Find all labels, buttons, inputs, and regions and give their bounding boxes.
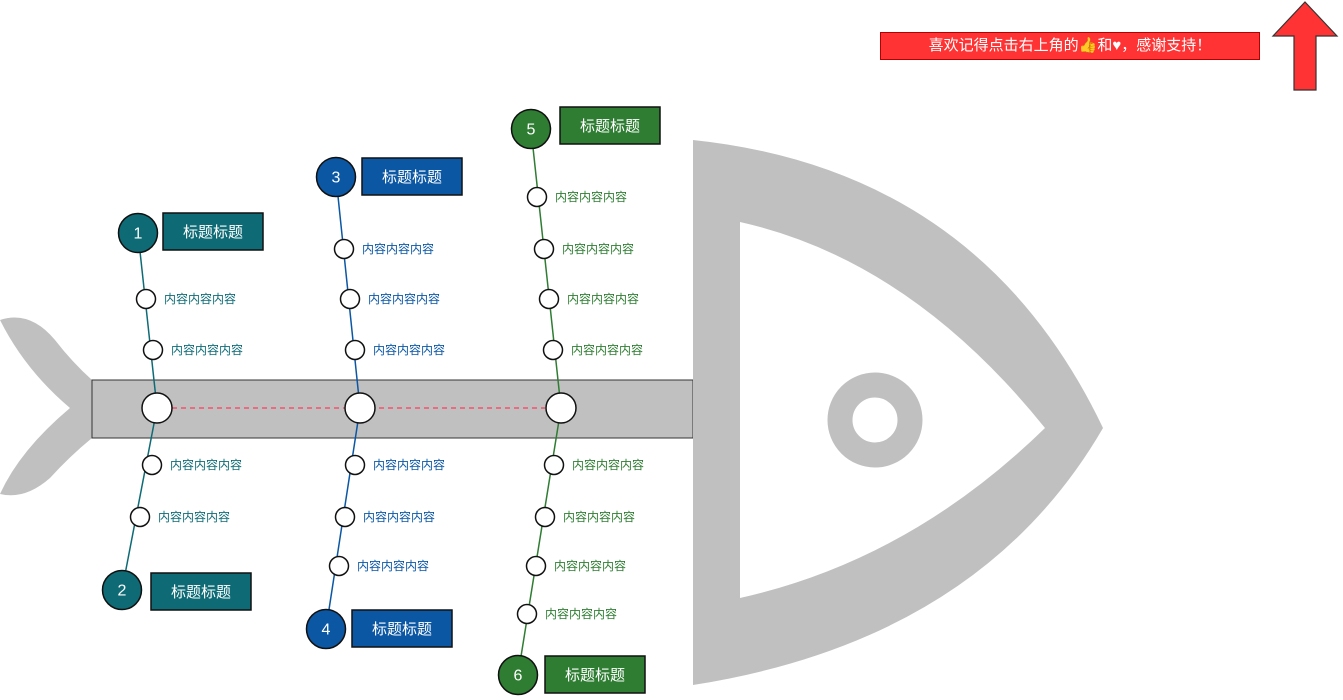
item-node-2-1 [141, 454, 163, 476]
title-label-1: 标题标题 [183, 224, 243, 241]
number-label-3: 3 [332, 170, 341, 187]
thumbs-up-icon: 👍 [1078, 37, 1098, 54]
fish-eye [827, 372, 923, 468]
item-label-6-2: 内容内容内容 [563, 509, 635, 524]
item-label-2-1: 内容内容内容 [170, 457, 242, 472]
item-node-4-3 [328, 555, 350, 577]
item-node-1-2 [142, 339, 164, 361]
item-node-6-3 [525, 555, 547, 577]
number-bubble-5 [510, 108, 552, 150]
title-box-5 [559, 106, 661, 145]
item-node-3-1 [333, 238, 355, 260]
item-node-4-1 [344, 454, 366, 476]
arrow-up-icon [1271, 1, 1339, 91]
item-label-5-1: 内容内容内容 [555, 189, 627, 204]
title-label-3: 标题标题 [382, 169, 442, 186]
branch-lines [121, 128, 562, 676]
branch-line-2 [121, 407, 158, 591]
branch-line-6 [517, 407, 562, 676]
number-bubble-2 [101, 569, 143, 611]
title-label-6: 标题标题 [565, 667, 625, 684]
item-node-6-1 [543, 454, 565, 476]
branch-line-1 [137, 232, 158, 409]
hub-node-1 [141, 392, 173, 424]
item-label-2-2: 内容内容内容 [158, 509, 230, 524]
number-bubble-3 [315, 156, 357, 198]
item-label-4-3: 内容内容内容 [357, 558, 429, 573]
item-node-4-2 [334, 506, 356, 528]
title-label-2: 标题标题 [171, 584, 231, 601]
item-label-1-2: 内容内容内容 [171, 342, 243, 357]
title-box-4 [351, 609, 453, 648]
like-banner: 喜欢记得点击右上角的👍和♥，感谢支持！ [880, 32, 1260, 60]
number-label-2: 2 [118, 583, 127, 600]
item-label-3-1: 内容内容内容 [362, 241, 434, 256]
title-box-3 [361, 157, 463, 196]
hub-node-2 [344, 392, 376, 424]
item-node-1-1 [135, 288, 157, 310]
hub-node-3 [545, 392, 577, 424]
fish-head [693, 140, 1103, 685]
item-label-6-3: 内容内容内容 [554, 558, 626, 573]
item-label-1-1: 内容内容内容 [164, 291, 236, 306]
item-node-3-2 [339, 288, 361, 310]
fish-spine [91, 379, 694, 439]
item-node-2-2 [129, 506, 151, 528]
number-label-1: 1 [134, 226, 143, 243]
title-box-6 [544, 655, 646, 694]
heart-icon: ♥ [1112, 37, 1122, 54]
item-label-4-2: 内容内容内容 [363, 509, 435, 524]
item-label-4-1: 内容内容内容 [373, 457, 445, 472]
item-label-6-4: 内容内容内容 [545, 606, 617, 621]
item-node-6-2 [534, 506, 556, 528]
item-label-3-2: 内容内容内容 [368, 291, 440, 306]
item-label-5-2: 内容内容内容 [562, 241, 634, 256]
item-node-6-4 [516, 603, 538, 625]
item-label-3-3: 内容内容内容 [373, 342, 445, 357]
item-node-5-2 [533, 238, 555, 260]
item-label-5-3: 内容内容内容 [567, 291, 639, 306]
number-label-4: 4 [322, 622, 331, 639]
item-label-6-1: 内容内容内容 [572, 457, 644, 472]
number-label-5: 5 [527, 122, 536, 139]
item-label-5-4: 内容内容内容 [571, 342, 643, 357]
number-bubble-6 [497, 654, 539, 696]
title-label-4: 标题标题 [372, 621, 432, 638]
number-bubble-4 [305, 608, 347, 650]
number-label-6: 6 [514, 668, 523, 685]
item-node-5-4 [542, 339, 564, 361]
item-node-3-3 [344, 339, 366, 361]
banner-text-and: 和 [1097, 37, 1113, 54]
fish-tail [0, 317, 92, 496]
number-bubble-1 [117, 212, 159, 254]
title-label-5: 标题标题 [580, 118, 640, 135]
title-box-2 [150, 572, 252, 611]
banner-text-before: 喜欢记得点击右上角的 [928, 37, 1079, 54]
branch-line-5 [530, 128, 562, 409]
title-box-1 [162, 212, 264, 251]
banner-text-after: ，感谢支持！ [1121, 37, 1212, 54]
item-node-5-1 [526, 186, 548, 208]
item-node-5-3 [538, 288, 560, 310]
